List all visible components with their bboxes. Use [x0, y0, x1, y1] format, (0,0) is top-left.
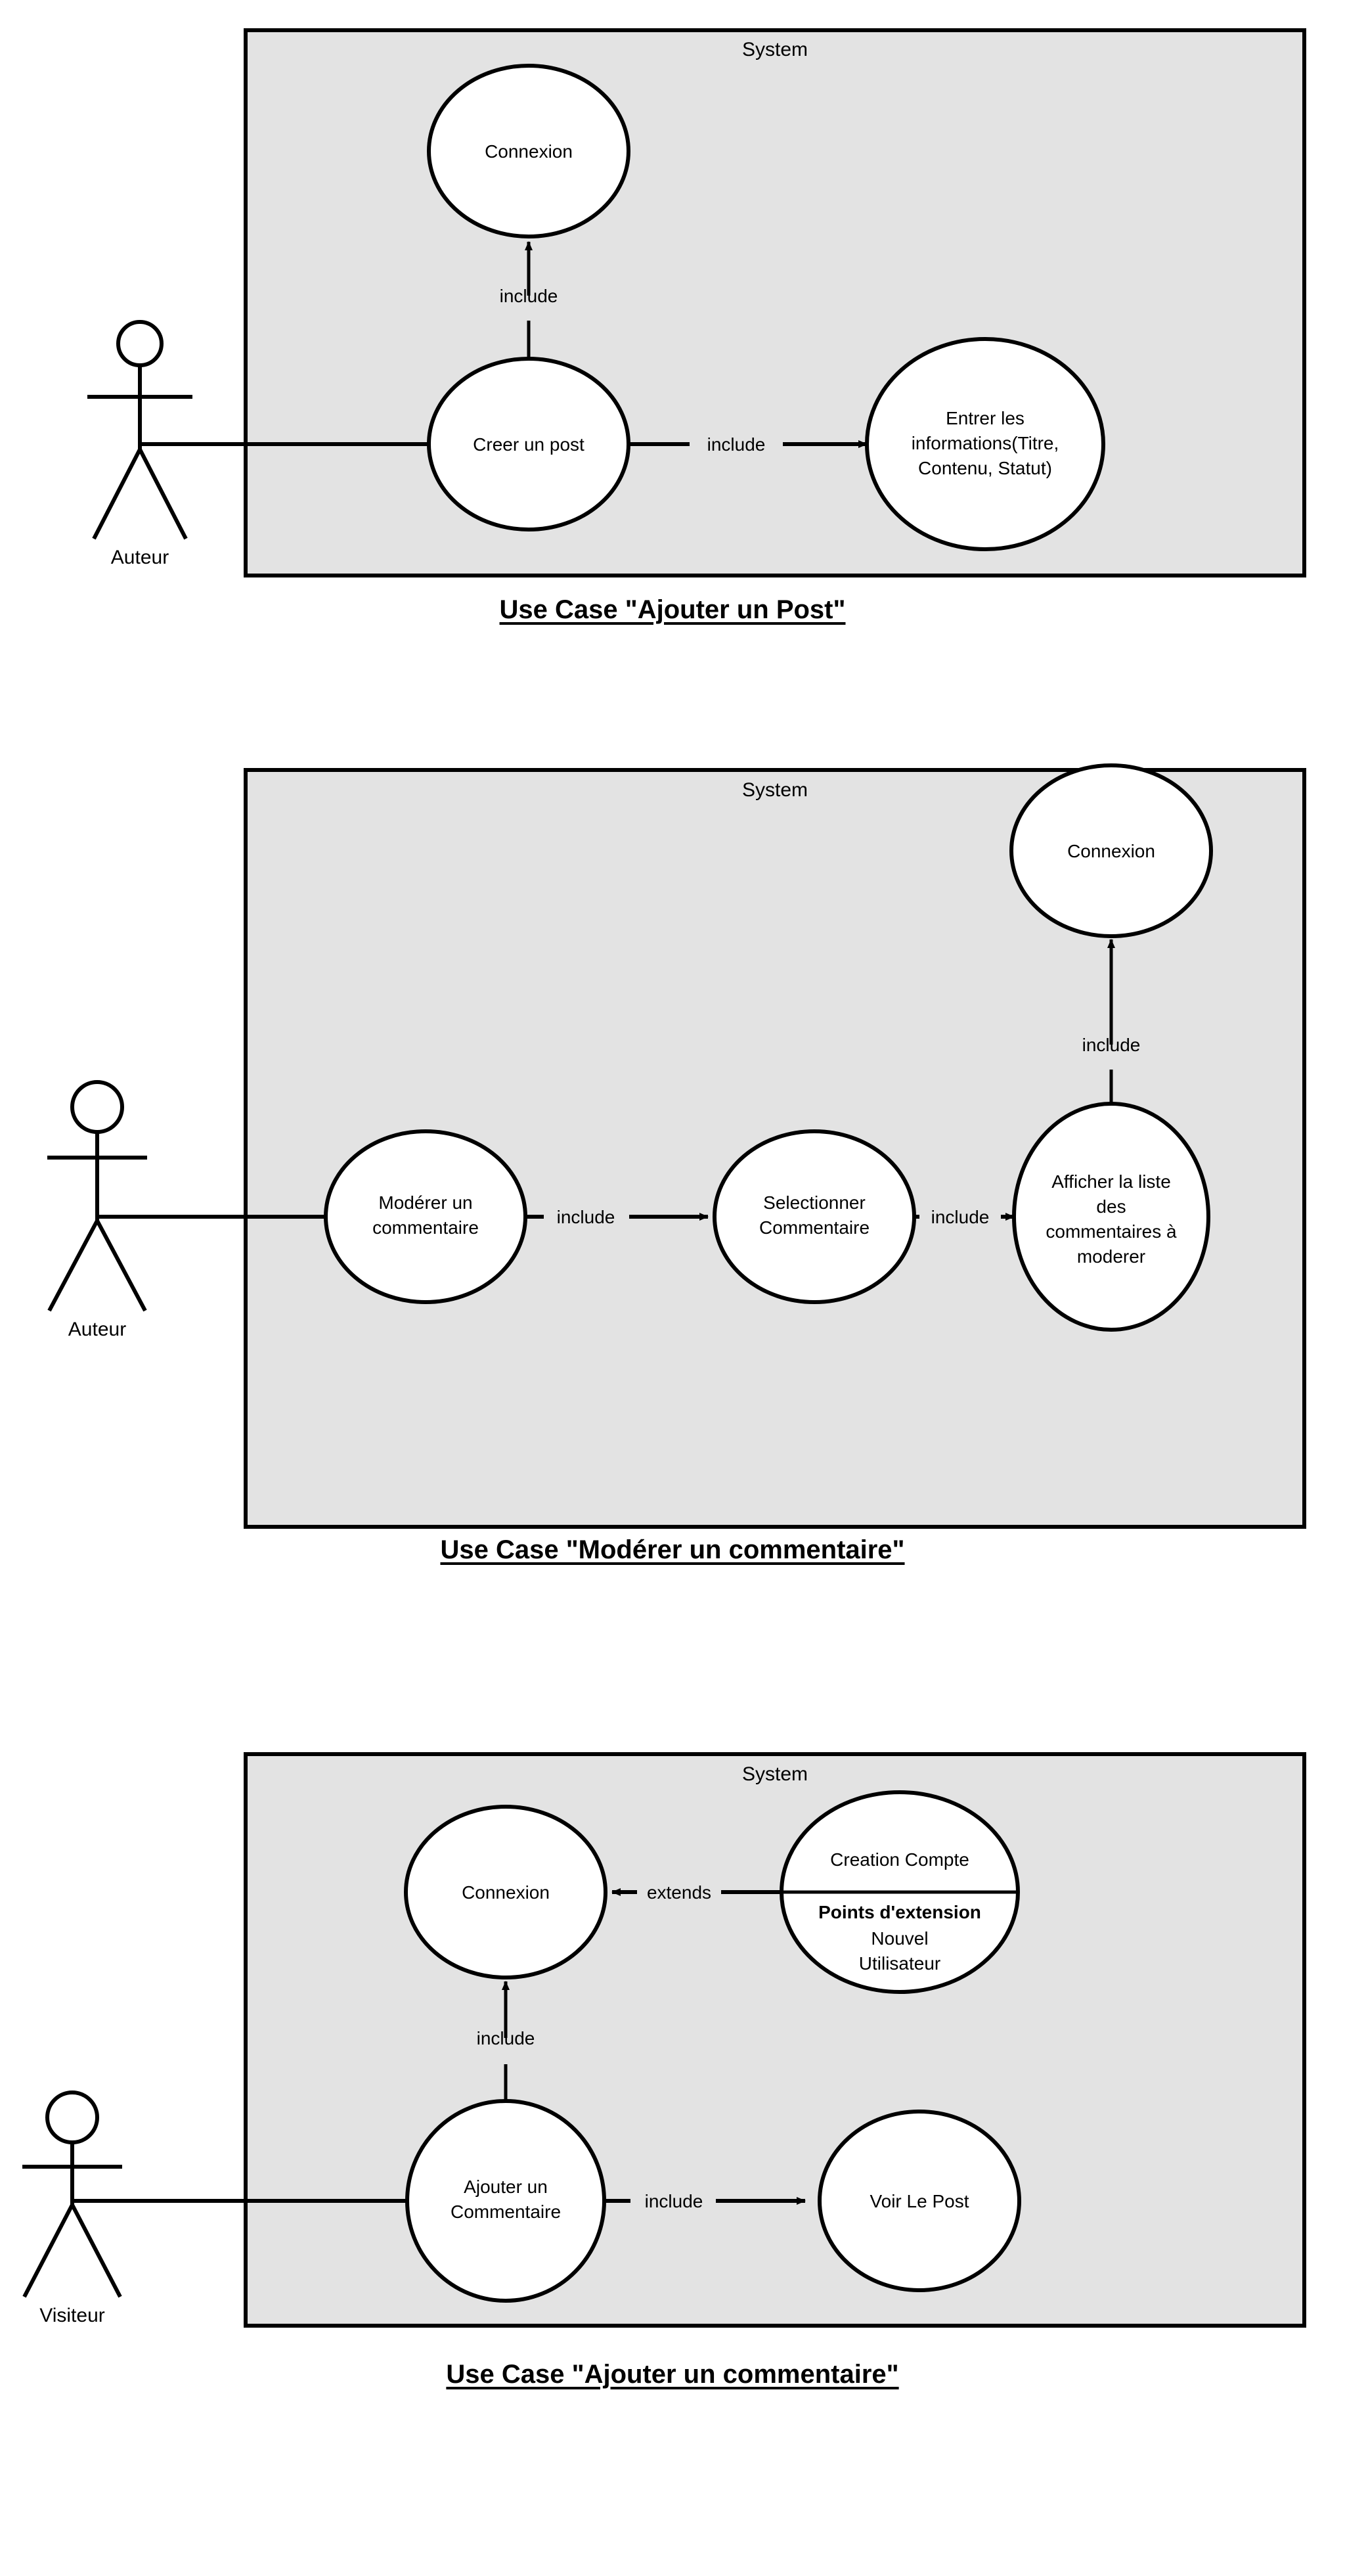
use-case-afficher-la-liste[interactable]: Afficher la liste des commentaires à mod… — [1012, 1102, 1210, 1332]
diagram-caption-text: Use Case "Ajouter un commentaire" — [446, 2360, 899, 2389]
diagram-caption-text: Use Case "Ajouter un Post" — [499, 595, 846, 624]
relation-include-creer-post-to-entrer-infos: include — [628, 434, 868, 455]
use-case-voir-le-post[interactable]: Voir Le Post — [818, 2110, 1021, 2292]
use-case-ellipse — [405, 2099, 606, 2303]
use-case-moderer-un-commentaire[interactable]: Modérer un commentaire — [324, 1129, 527, 1304]
diagram-caption: Use Case "Ajouter un Post" — [0, 595, 1345, 625]
actor-head-icon — [70, 1080, 124, 1134]
relation-extends-creation-compte-to-connexion: extends — [611, 1882, 782, 1903]
diagram-3-canvas: System Visiteur Connexion Creation Compt… — [22, 1752, 1306, 2328]
use-case-creation-compte[interactable]: Creation Compte Points d'extension Nouve… — [780, 1790, 1020, 1994]
use-case-label-line-3: Contenu, Statut) — [918, 458, 1052, 478]
use-case-label-line-1: Ajouter un — [464, 2177, 548, 2197]
relation-include-moderer-to-selectionner: include — [525, 1207, 709, 1227]
relation-label: include — [477, 2028, 535, 2048]
use-case-label-line-2: des — [1096, 1196, 1126, 1217]
relation-label: include — [645, 2191, 703, 2211]
use-case-entrer-les-informations[interactable]: Entrer les informations(Titre, Contenu, … — [865, 337, 1105, 551]
relation-label: include — [557, 1207, 615, 1227]
use-case-label-line-2: informations(Titre, — [912, 433, 1059, 453]
use-case-ellipse — [324, 1129, 527, 1304]
actor-leg-right-line — [138, 448, 188, 540]
relation-label: include — [500, 286, 558, 306]
use-case-ajouter-un-commentaire[interactable]: Ajouter un Commentaire — [405, 2099, 606, 2303]
relation-include-ajouter-commentaire-to-voir-le-post: include — [604, 2191, 806, 2211]
actor-leg-left-line — [47, 1219, 99, 1312]
diagram-1-canvas: System Auteur Connexion Creer un post — [87, 28, 1306, 577]
relation-include-creer-post-to-connexion: include — [500, 241, 558, 359]
actor-head-icon — [116, 320, 164, 367]
actor-head-icon — [45, 2090, 99, 2144]
system-label: System — [742, 1763, 808, 1785]
actor-auteur: Auteur — [47, 1080, 147, 1340]
diagram-2-canvas: System Auteur Connexion Modérer un comm — [47, 763, 1306, 1529]
use-case-label-line-4: moderer — [1077, 1246, 1145, 1267]
relation-include-selectionner-to-afficher: include — [914, 1207, 1015, 1227]
use-case-creer-un-post[interactable]: Creer un post — [427, 357, 630, 531]
relation-label: include — [931, 1207, 990, 1227]
use-case-label-line-2: Commentaire — [451, 2202, 561, 2222]
relation-include-afficher-to-connexion: include — [1082, 939, 1141, 1104]
use-case-selectionner-commentaire[interactable]: Selectionner Commentaire — [713, 1129, 916, 1304]
use-case-ellipse — [818, 2110, 1021, 2292]
use-case-ellipse — [713, 1129, 916, 1304]
actor-leg-right-line — [95, 1219, 147, 1312]
use-case-label-line-2: Commentaire — [759, 1217, 870, 1238]
diagram-caption-text: Use Case "Modérer un commentaire" — [440, 1535, 905, 1564]
use-case-label-line-1: Entrer les — [946, 408, 1025, 428]
system-boundary-box — [244, 1752, 1306, 2328]
relation-include-ajouter-commentaire-to-connexion: include — [477, 1981, 535, 2101]
use-case-label-line-3: commentaires à — [1046, 1221, 1177, 1242]
use-case-label: Connexion — [1067, 841, 1155, 861]
extension-points-header: Points d'extension — [818, 1902, 981, 1922]
use-case-ellipse — [404, 1805, 607, 1979]
use-case-label: Connexion — [485, 141, 573, 162]
actor-leg-left-line — [22, 2203, 74, 2298]
use-case-ellipse — [1009, 763, 1213, 938]
use-case-label-line-1: Selectionner — [763, 1192, 866, 1213]
use-case-ellipse — [1012, 1102, 1210, 1332]
actor-leg-left-line — [92, 448, 142, 540]
use-case-label: Creation Compte — [830, 1849, 969, 1870]
use-case-label-line-1: Afficher la liste — [1051, 1171, 1171, 1192]
use-case-label: Connexion — [462, 1882, 550, 1903]
use-case-connexion[interactable]: Connexion — [427, 64, 630, 238]
diagram-caption: Use Case "Modérer un commentaire" — [0, 1535, 1345, 1565]
use-case-label-line-1: Modérer un — [378, 1192, 472, 1213]
system-boundary-box — [244, 28, 1306, 577]
actor-label: Visiteur — [39, 2305, 105, 2326]
diagram-ajouter-un-post: System Auteur Connexion Creer un post — [0, 0, 1345, 624]
relation-label: include — [707, 434, 766, 455]
use-case-label: Voir Le Post — [870, 2191, 969, 2211]
use-case-label: Creer un post — [473, 434, 584, 455]
extension-point-line-2: Utilisateur — [859, 1953, 940, 1974]
use-case-connexion[interactable]: Connexion — [1009, 763, 1213, 938]
actor-leg-right-line — [70, 2203, 122, 2298]
system-label: System — [742, 39, 808, 60]
actor-auteur: Auteur — [87, 320, 192, 568]
actor-label: Auteur — [68, 1319, 126, 1340]
diagram-ajouter-un-commentaire: System Visiteur Connexion Creation Compt… — [0, 1702, 1345, 2389]
use-case-connexion[interactable]: Connexion — [404, 1805, 607, 1979]
diagram-moderer-un-commentaire: System Auteur Connexion Modérer un comm — [0, 749, 1345, 1564]
relation-label: extends — [647, 1882, 711, 1903]
diagram-caption: Use Case "Ajouter un commentaire" — [0, 2360, 1345, 2389]
actor-visiteur: Visiteur — [22, 2090, 122, 2326]
use-case-ellipse — [427, 64, 630, 238]
extension-point-line-1: Nouvel — [871, 1928, 928, 1949]
relation-label: include — [1082, 1035, 1141, 1055]
use-case-label-line-2: commentaire — [372, 1217, 479, 1238]
actor-label: Auteur — [111, 547, 169, 568]
system-label: System — [742, 779, 808, 801]
